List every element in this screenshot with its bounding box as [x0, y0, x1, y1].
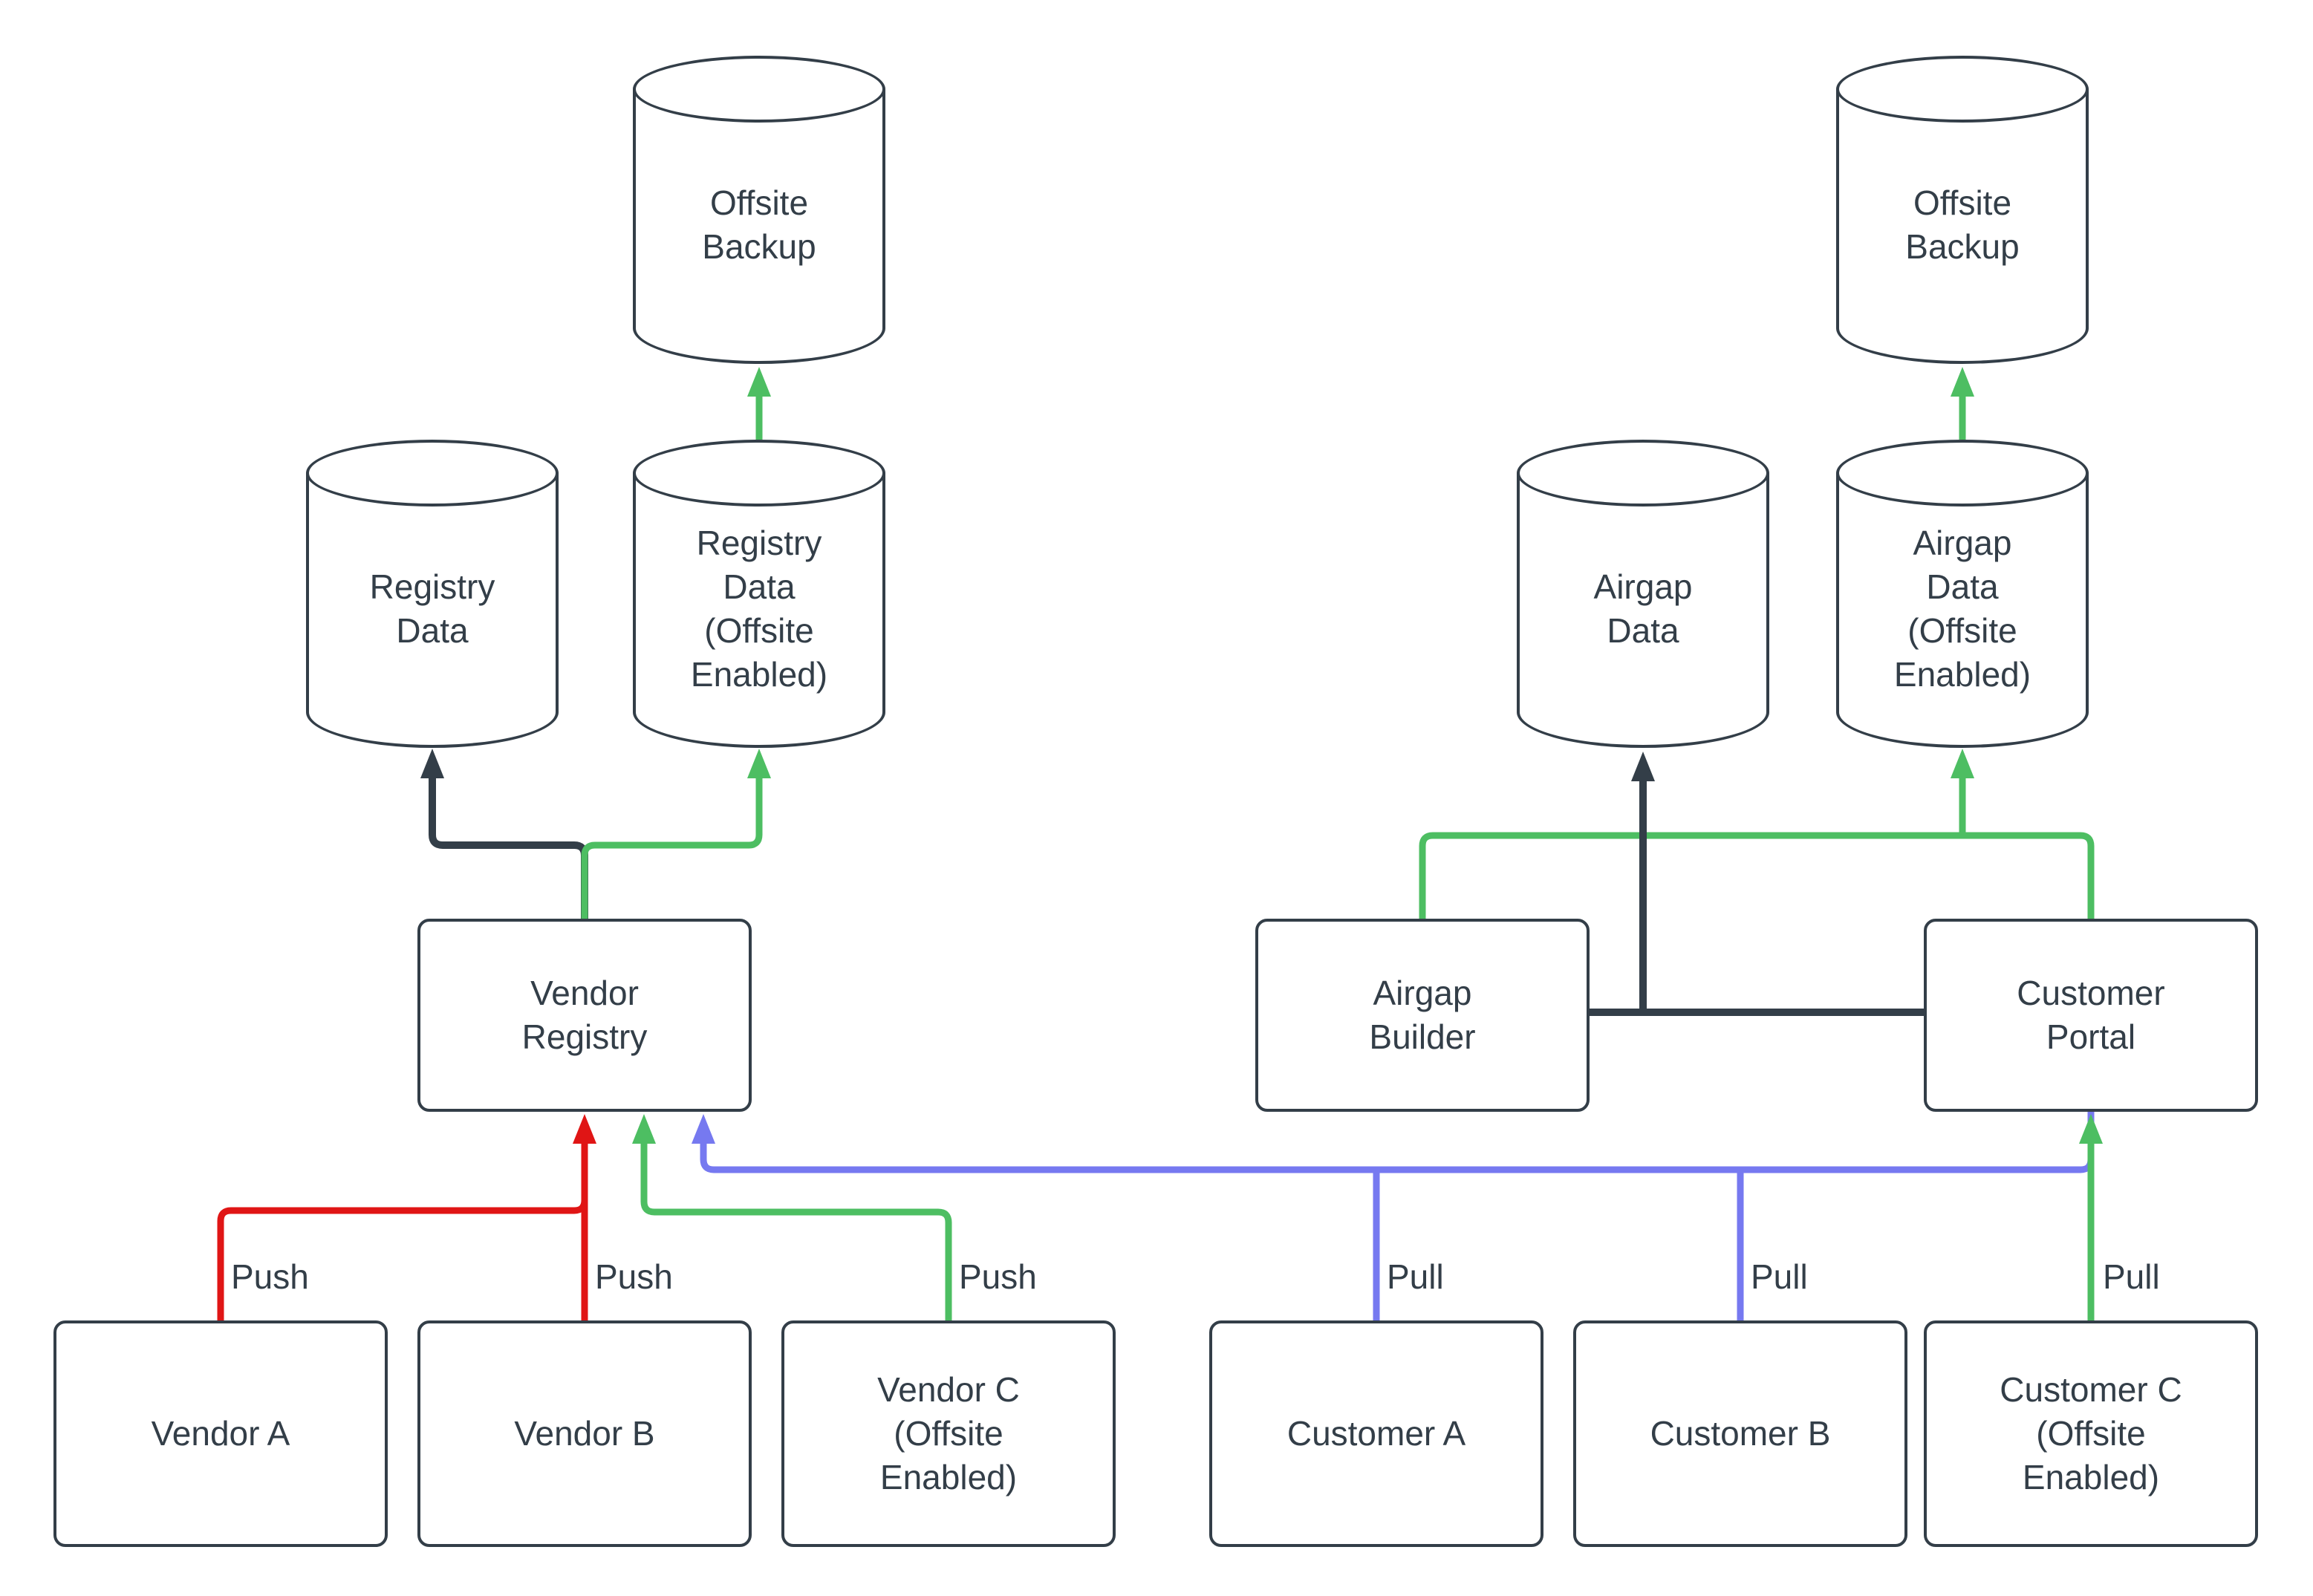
arrowhead-green-vendor-registry [632, 1114, 656, 1144]
node-vendor-c-label: Vendor C (Offsite Enabled) [877, 1370, 1020, 1496]
node-airgap-data-label: Airgap Data [1593, 567, 1693, 650]
arrowhead-registry-data [420, 749, 444, 778]
node-registry-data: Registry Data [306, 440, 559, 748]
edge-label-customer-a-pull: Pull [1387, 1257, 1444, 1296]
node-vendor-registry: Vendor Registry [417, 919, 752, 1112]
arrowhead-backup-right [1951, 367, 1974, 397]
edge-builder-portal-to-airgap-offsite [1419, 832, 2095, 919]
cylinder-body: Registry Data [306, 473, 559, 748]
node-customer-b: Customer B [1573, 1320, 1907, 1547]
node-offsite-backup-left-label: Offsite Backup [702, 183, 816, 266]
node-vendor-registry-label: Vendor Registry [521, 974, 648, 1056]
arrowhead-airgap-data [1631, 752, 1655, 781]
node-vendor-a: Vendor A [53, 1320, 388, 1547]
cylinder-body: Airgap Data [1517, 473, 1769, 748]
cylinder-top [1836, 440, 2089, 507]
cylinder-top [306, 440, 559, 507]
node-vendor-c: Vendor C (Offsite Enabled) [781, 1320, 1116, 1547]
edge-label-vendor-a-push: Push [231, 1257, 309, 1296]
node-customer-portal: Customer Portal [1924, 919, 2258, 1112]
arrowhead-airgap-offsite [1951, 749, 1974, 778]
cylinder-top [1517, 440, 1769, 507]
cylinder-body: Offsite Backup [633, 89, 885, 364]
edge-portal-pull-main [700, 1112, 2095, 1173]
cylinder-top [1836, 56, 2089, 123]
edge-label-vendor-c-push: Push [959, 1257, 1037, 1296]
node-vendor-a-label: Vendor A [151, 1414, 290, 1453]
node-registry-data-offsite-label: Registry Data (Offsite Enabled) [690, 524, 828, 694]
node-offsite-backup-right: Offsite Backup [1836, 56, 2089, 364]
edge-vendor-c-push [640, 1144, 952, 1320]
arrowhead-red-vendor-registry [573, 1114, 596, 1144]
node-offsite-backup-right-label: Offsite Backup [1905, 183, 2020, 266]
node-airgap-data-offsite: Airgap Data (Offsite Enabled) [1836, 440, 2089, 748]
edge-label-customer-c-pull: Pull [2103, 1257, 2160, 1296]
node-customer-a: Customer A [1209, 1320, 1543, 1547]
cylinder-body: Offsite Backup [1836, 89, 2089, 364]
arrowhead-customer-portal [2079, 1114, 2103, 1144]
arrowhead-registry-data-offsite [747, 749, 771, 778]
edge-registry-to-registry-data-offsite [581, 778, 763, 919]
edge-label-customer-b-pull: Pull [1751, 1257, 1808, 1296]
cylinder-top [633, 440, 885, 507]
edge-label-vendor-b-push: Push [595, 1257, 673, 1296]
node-airgap-builder: Airgap Builder [1255, 919, 1590, 1112]
node-airgap-data: Airgap Data [1517, 440, 1769, 748]
cylinder-body: Registry Data (Offsite Enabled) [633, 473, 885, 748]
edge-registry-to-registry-data [429, 778, 588, 919]
arrowhead-blue-vendor-registry [692, 1114, 715, 1144]
node-registry-data-label: Registry Data [369, 567, 495, 650]
node-customer-b-label: Customer B [1650, 1414, 1831, 1453]
arrowhead-backup-left [747, 367, 771, 397]
node-offsite-backup-left: Offsite Backup [633, 56, 885, 364]
node-vendor-b-label: Vendor B [514, 1414, 655, 1453]
node-customer-c-label: Customer C (Offsite Enabled) [2000, 1370, 2182, 1496]
node-registry-data-offsite: Registry Data (Offsite Enabled) [633, 440, 885, 748]
node-customer-portal-label: Customer Portal [2017, 974, 2165, 1056]
cylinder-body: Airgap Data (Offsite Enabled) [1836, 473, 2089, 748]
node-vendor-b: Vendor B [417, 1320, 752, 1547]
node-airgap-data-offsite-label: Airgap Data (Offsite Enabled) [1893, 524, 2031, 694]
cylinder-top [633, 56, 885, 123]
node-airgap-builder-label: Airgap Builder [1369, 974, 1476, 1056]
node-customer-a-label: Customer A [1286, 1414, 1466, 1453]
node-customer-c: Customer C (Offsite Enabled) [1924, 1320, 2258, 1547]
